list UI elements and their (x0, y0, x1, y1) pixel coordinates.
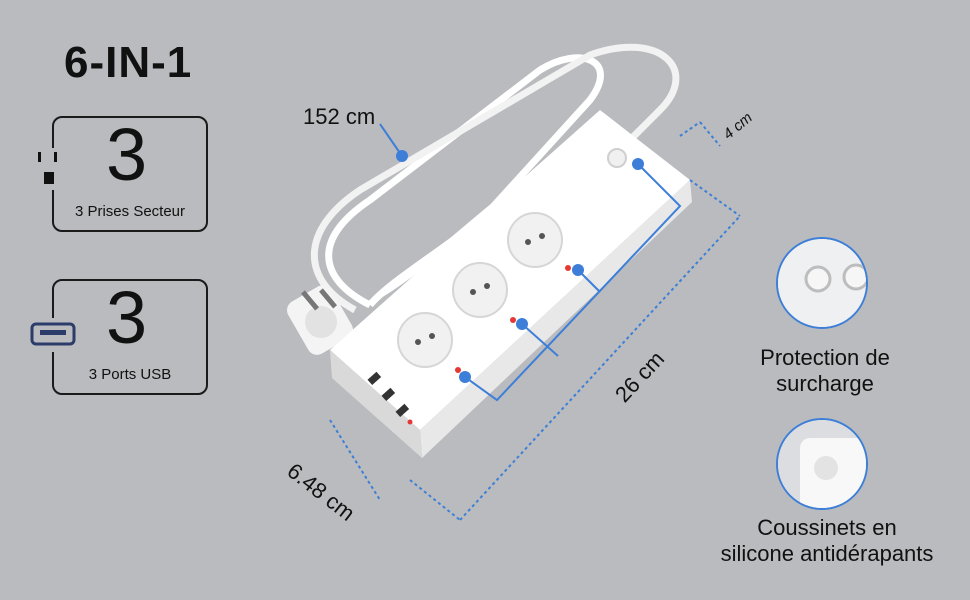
label-line: Protection de (760, 345, 890, 370)
power-strip-illustration (287, 43, 741, 521)
silicone-pads-detail (776, 418, 868, 510)
headline: 6-IN-1 (64, 38, 193, 87)
usb-port-icon (28, 318, 78, 352)
overload-protection-label: Protection de surcharge (725, 345, 925, 397)
label-line: surcharge (776, 371, 874, 396)
feature-label: 3 Prises Secteur (74, 203, 186, 220)
label-line: silicone antidérapants (720, 541, 934, 566)
label-line: Coussinets en (757, 515, 897, 540)
feature-count: 3 (106, 276, 148, 359)
power-plug-icon (32, 148, 68, 190)
feature-card-outlets: 3 3 Prises Secteur (52, 113, 208, 232)
overload-protection-detail (776, 237, 868, 329)
feature-label: 3 Ports USB (88, 366, 172, 383)
silicone-pads-label: Coussinets en silicone antidérapants (700, 515, 954, 567)
feature-count: 3 (106, 113, 148, 196)
cable-length-label: 152 cm (303, 104, 376, 129)
